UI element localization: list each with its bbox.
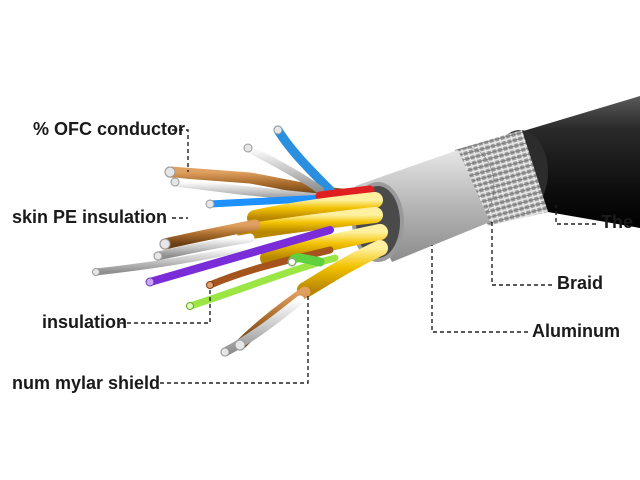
label-mylar-shield: num mylar shield: [11, 373, 160, 393]
label-insulation: insulation: [42, 312, 127, 332]
wire-bundle: [92, 125, 388, 357]
leader-lines: [120, 129, 596, 384]
label-outer-jacket: The: [601, 212, 634, 232]
label-ofc-conductor: % OFC conductor: [33, 119, 185, 139]
label-foam-skin-pe-insulation: skin PE insulation: [11, 207, 167, 227]
label-aluminum: Aluminum: [532, 321, 620, 341]
label-braid: Braid: [557, 273, 604, 293]
